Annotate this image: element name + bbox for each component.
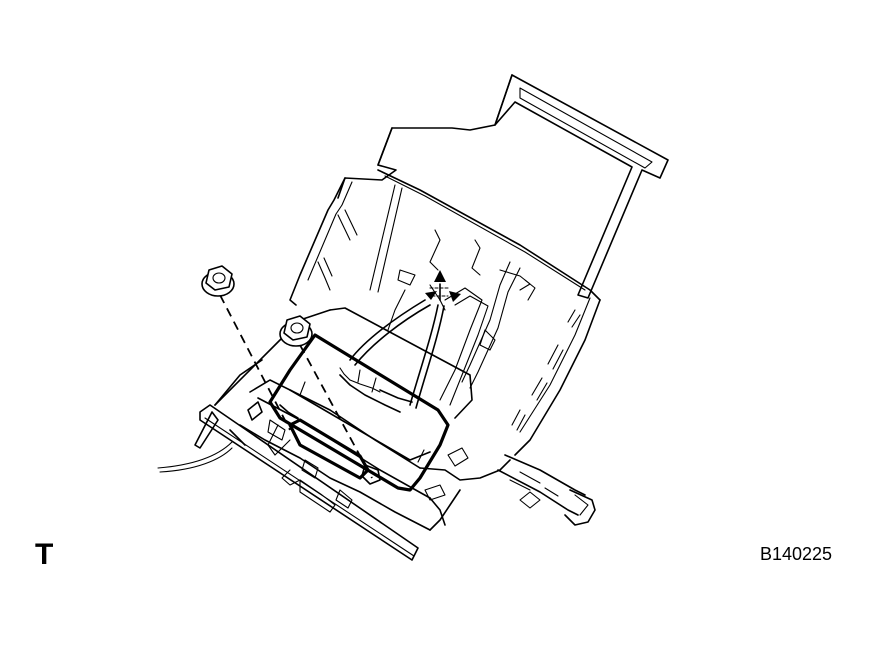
release-arrows-icon bbox=[425, 270, 461, 302]
wire-harness bbox=[157, 299, 445, 473]
figure-id: B140225 bbox=[760, 544, 833, 564]
corner-mark: T bbox=[35, 538, 54, 571]
seat-track bbox=[497, 454, 596, 526]
hex-flange-nut-icon bbox=[201, 265, 291, 431]
hex-flange-nut-icon bbox=[279, 315, 373, 479]
seat-back-frame bbox=[289, 74, 669, 456]
front-cushion-frame bbox=[194, 309, 511, 561]
